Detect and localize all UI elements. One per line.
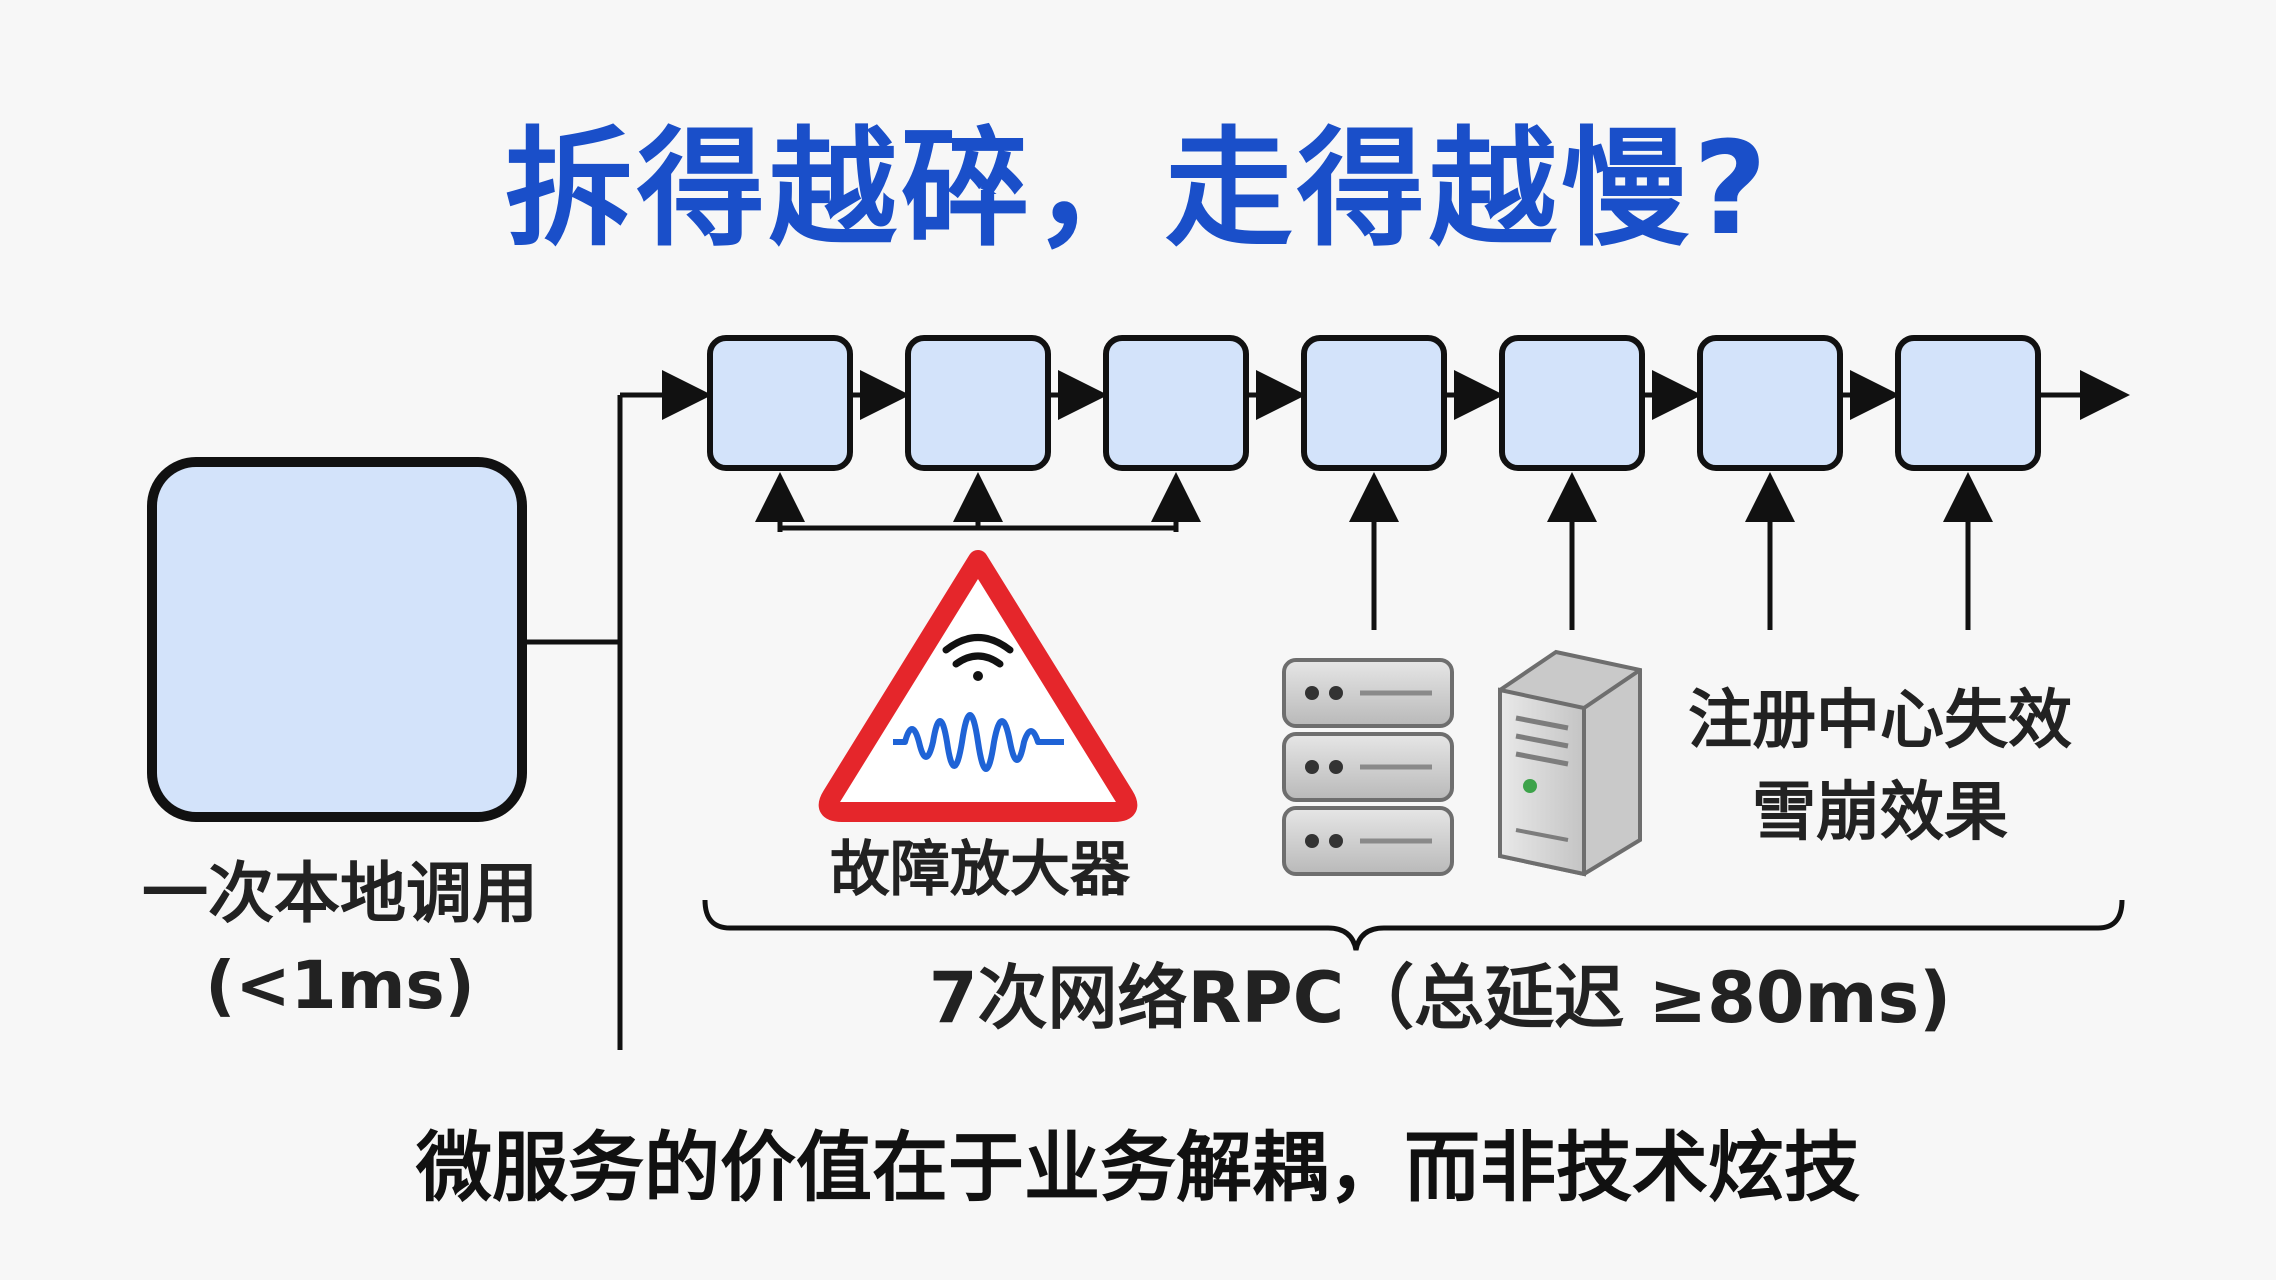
warning-triangle-icon bbox=[818, 550, 1138, 822]
monolith-box bbox=[147, 457, 527, 822]
service-box-3 bbox=[1103, 335, 1249, 471]
service-box-2 bbox=[905, 335, 1051, 471]
page-title: 拆得越碎，走得越慢? bbox=[504, 115, 1772, 264]
local-call-line1: 一次本地调用 bbox=[142, 855, 538, 932]
service-box-7 bbox=[1895, 335, 2041, 471]
local-call-label: 一次本地调用 (<1ms) bbox=[60, 848, 620, 1032]
server-rack-icon bbox=[1282, 658, 1454, 876]
fault-feedback-arrows bbox=[755, 472, 1201, 532]
registry-failure-label: 注册中心失效 雪崩效果 bbox=[1640, 675, 2120, 859]
registry-arrows bbox=[1349, 472, 1993, 630]
service-chain bbox=[707, 335, 2041, 471]
service-box-6 bbox=[1697, 335, 1843, 471]
fault-amplifier-label: 故障放大器 bbox=[830, 835, 1130, 905]
rpc-brace bbox=[702, 899, 2125, 951]
service-box-5 bbox=[1499, 335, 1645, 471]
service-box-1 bbox=[707, 335, 853, 471]
tower-server-icon bbox=[1498, 649, 1642, 877]
registry-failure-line1: 注册中心失效 bbox=[1688, 684, 2072, 758]
registry-failure-line2: 雪崩效果 bbox=[1752, 776, 2008, 850]
local-call-line2: (<1ms) bbox=[205, 947, 475, 1024]
wifi-signal-icon bbox=[942, 634, 1014, 681]
rpc-summary-label: 7次网络RPC（总延迟 ≥80ms) bbox=[928, 957, 1952, 1039]
signal-wave-icon bbox=[893, 712, 1064, 772]
conclusion-text: 微服务的价值在于业务解耦，而非技术炫技 bbox=[416, 1123, 1860, 1212]
service-box-4 bbox=[1301, 335, 1447, 471]
